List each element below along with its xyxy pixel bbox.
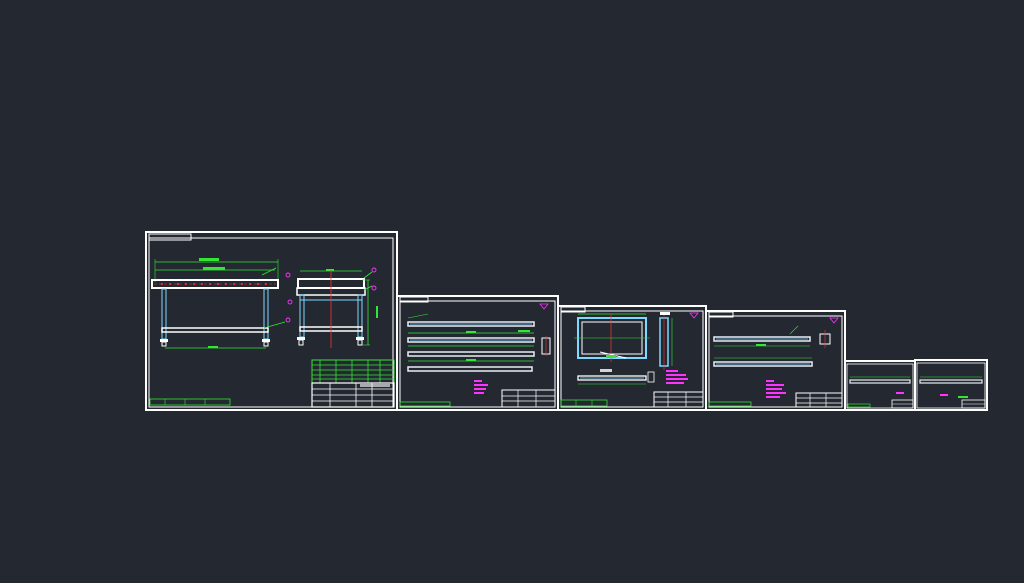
sheet-2-part[interactable] [396,295,559,411]
technical-notes [940,394,948,396]
item-balloons [285,267,377,323]
technical-notes [666,370,688,384]
drawing-number-box [560,306,586,313]
sheet-3-frame[interactable] [557,305,707,411]
sheet-inner-border [846,363,914,409]
title-block [961,399,986,409]
revision-strip [708,401,752,407]
surface-finish-symbol [829,317,839,324]
title-block [501,389,556,408]
title-block [891,399,914,409]
part-views [919,376,983,384]
part-views [849,376,911,384]
sheet-border [705,310,846,411]
drawing-number-box [399,296,429,303]
title-block [795,392,843,408]
sheet-inner-border [560,310,704,408]
sheet-inner-border [399,300,556,408]
revision-strip [149,398,231,406]
sheet-4-part[interactable] [705,310,846,411]
frame-side-view [659,312,673,370]
sheet-1-assembly[interactable] [145,231,398,411]
sheet-border [914,359,988,411]
drawing-number-box [708,311,734,318]
revision-strip [560,399,608,407]
sheet-inner-border [916,362,986,409]
part-views [407,313,551,372]
technical-notes [766,380,786,398]
bill-of-materials [311,359,395,384]
drawing-number-box [148,233,192,241]
surface-finish-symbol [689,312,699,319]
part-views [713,325,831,367]
frame-top-view [574,313,650,362]
technical-notes [896,392,904,394]
surface-finish-symbol [539,303,549,310]
revision-strip [847,403,871,408]
technical-notes [474,380,488,394]
revision-strip [399,401,451,407]
sheet-inner-border [708,315,843,408]
side-view [296,269,378,348]
sheet-border [844,360,916,411]
sheet-inner-border [148,237,394,408]
frame-bottom-view [577,369,655,385]
front-view [151,258,286,349]
dimension-label [958,396,968,398]
title-block [311,382,395,408]
title-block [653,391,704,408]
sheet-5-part[interactable] [844,360,916,411]
sheet-6-part[interactable] [914,359,988,411]
